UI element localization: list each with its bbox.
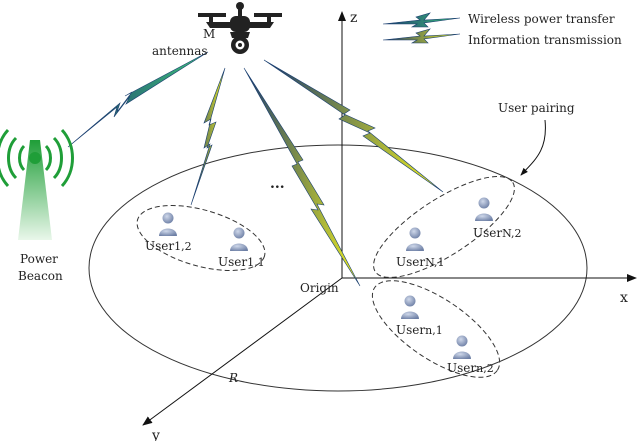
- power-beacon-icon: [0, 128, 74, 240]
- user-N-1-label: UserN,1: [396, 255, 445, 269]
- info-link-userN: [263, 59, 444, 193]
- user-icon: [406, 227, 424, 251]
- legend-wireless-power-bolt: [382, 12, 461, 28]
- user-icon: [401, 295, 419, 319]
- pair-group-1: [136, 205, 266, 271]
- beacon-label-power: Power: [20, 252, 58, 266]
- beacon-label-beacon: Beacon: [18, 269, 63, 283]
- pair-group-n: [371, 280, 501, 378]
- coverage-area: [88, 144, 588, 392]
- user-icon: [159, 212, 177, 236]
- legend-information-label: Information transmission: [468, 33, 622, 47]
- user-icon: [230, 227, 248, 251]
- pair-group-N: [373, 176, 515, 278]
- origin-label: Origin: [300, 281, 339, 295]
- user-icon: [475, 197, 493, 221]
- uav-drone-icon: [198, 2, 282, 54]
- legend: Wireless power transfer Information tran…: [382, 12, 622, 47]
- legend-information-bolt: [382, 28, 461, 44]
- user-1-1-label: User1,1: [218, 255, 265, 269]
- z-axis-label: z: [350, 10, 357, 26]
- user-icon: [453, 335, 471, 359]
- info-link-user12: [190, 67, 226, 206]
- radius-label: R: [228, 371, 238, 385]
- uav-label-antennas: antennas: [152, 44, 208, 58]
- user-N-2-label: UserN,2: [473, 226, 522, 240]
- y-axis: [142, 277, 343, 426]
- user-pairing-label: User pairing: [498, 101, 575, 115]
- info-link-origin: [243, 67, 361, 287]
- y-axis-label: y: [151, 428, 160, 441]
- wireless-power-link: [67, 51, 209, 148]
- legend-wireless-power-label: Wireless power transfer: [468, 12, 615, 26]
- user-n-2-label: Usern,2: [447, 361, 494, 375]
- x-axis-label: x: [620, 290, 628, 306]
- user-n-1-label: Usern,1: [396, 323, 443, 337]
- user-1-2-label: User1,2: [145, 239, 192, 253]
- user-pairing-pointer: [520, 119, 546, 176]
- uav-label-m: M: [203, 27, 215, 41]
- more-links-ellipsis: ...: [270, 176, 285, 192]
